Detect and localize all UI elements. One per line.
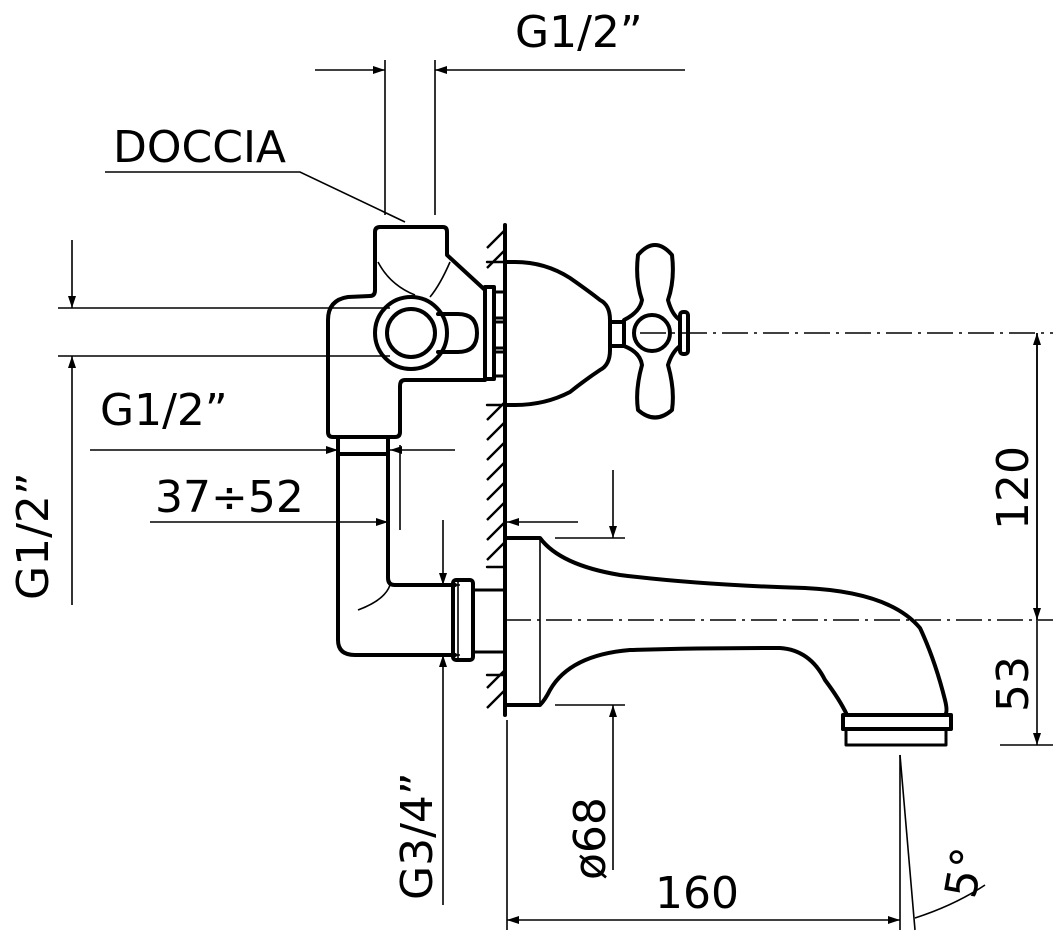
spout (503, 536, 953, 747)
height-upper-label: 120 (988, 446, 1039, 530)
inlet-thread-label: G1/2” (100, 385, 228, 436)
left-thread-label: G1/2” (8, 472, 59, 600)
height-lower-label: 53 (988, 656, 1039, 712)
valve-handle (503, 243, 690, 420)
connection-pipe (336, 435, 507, 662)
angle-label: 5° (936, 844, 995, 902)
diameter-label: ø68 (565, 797, 616, 880)
top-thread-label: G1/2” (515, 7, 643, 58)
length-label: 160 (655, 868, 739, 919)
outlet-thread-label: G3/4” (392, 772, 443, 900)
dimension-lines (58, 60, 1053, 931)
diverter-body (326, 225, 507, 439)
adjust-range-label: 37÷52 (155, 472, 304, 523)
doccia-label: DOCCIA (113, 122, 286, 173)
